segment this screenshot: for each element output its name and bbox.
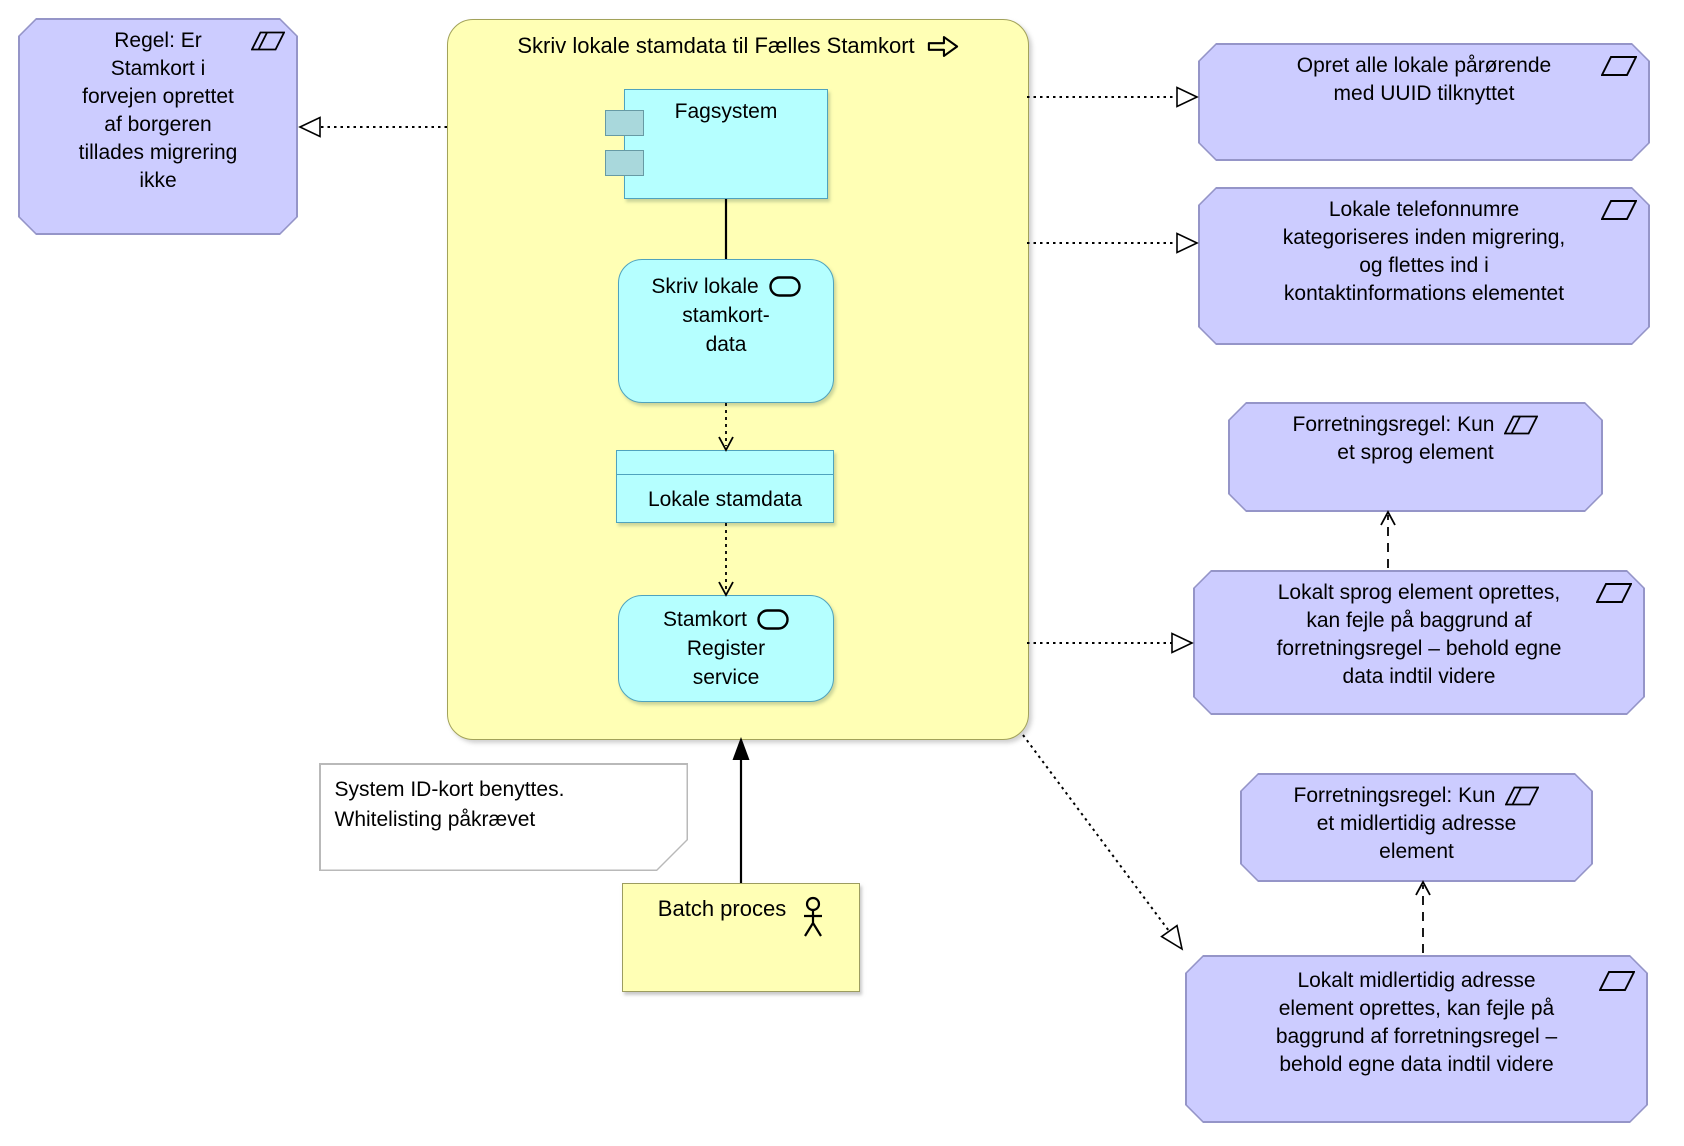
service-oval-icon — [768, 276, 801, 297]
service-oval-icon — [757, 609, 789, 630]
requirement-icon — [1601, 199, 1637, 221]
node-skriv-label-rest: stamkort- data — [682, 304, 770, 356]
actor-icon — [802, 896, 824, 938]
node-lokale-stamdata-label: Lokale stamdata — [647, 487, 803, 511]
node-fagsystem: Fagsystem — [605, 89, 828, 199]
node-batch-proces: Batch proces — [622, 883, 860, 992]
note-box: System ID-kort benyttes. Whitelisting på… — [319, 763, 688, 871]
note-text: System ID-kort benyttes. Whitelisting på… — [321, 765, 687, 870]
node-req-sprog: Lokalt sprog element oprettes, kan fejle… — [1193, 570, 1645, 715]
node-regel-label: Regel: Er Stamkort i forvejen oprettet a… — [78, 29, 238, 192]
container-title: Skriv lokale stamdata til Fælles Stamkor… — [517, 33, 915, 58]
node-stamkort-register-service: Stamkort Register service — [618, 595, 834, 702]
constraint-icon — [1505, 785, 1539, 807]
node-fagsystem-label: Fagsystem — [674, 100, 778, 123]
node-batch-label: Batch proces — [657, 896, 787, 921]
node-register-label-rest: Register service — [686, 637, 766, 689]
data-object-band-icon — [617, 451, 833, 475]
process-arrow-icon — [927, 34, 959, 59]
requirement-icon — [1601, 55, 1637, 77]
node-register-label-line1: Stamkort — [662, 608, 748, 631]
node-con-sprog-line1: Forretningsregel: Kun — [1292, 413, 1495, 436]
container-title-row: Skriv lokale stamdata til Fælles Stamkor… — [448, 33, 1028, 59]
component-tab-icon — [605, 110, 644, 136]
constraint-icon — [1504, 414, 1538, 436]
node-req-telefon-label: Lokale telefonnumre kategoriseres inden … — [1282, 198, 1566, 305]
node-req-adresse-label: Lokalt midlertidig adresse element opret… — [1275, 969, 1558, 1076]
node-skriv-label-line1: Skriv lokale — [651, 275, 759, 298]
node-con-sprog-rest: et sprog element — [1337, 441, 1494, 464]
node-con-adresse-rest: et midlertidig adresse element — [1316, 812, 1517, 863]
node-lokale-stamdata: Lokale stamdata — [616, 450, 834, 523]
component-tab-icon — [605, 150, 644, 176]
node-skriv-lokale-stamkortdata: Skriv lokale stamkort- data — [618, 259, 834, 403]
node-con-adresse: Forretningsregel: Kun et midlertidig adr… — [1240, 773, 1593, 882]
realization-arrowhead — [1171, 632, 1194, 654]
node-req-uuid-label: Opret alle lokale pårørende med UUID til… — [1296, 54, 1552, 105]
node-con-sprog: Forretningsregel: Kun et sprog element — [1228, 402, 1603, 512]
node-req-uuid: Opret alle lokale pårørende med UUID til… — [1198, 43, 1650, 161]
open-arrowhead — [1380, 510, 1396, 526]
filled-arrowhead — [732, 737, 750, 760]
realization-arrowhead — [1176, 232, 1199, 254]
realization-arrowhead — [1160, 924, 1184, 951]
open-arrowhead — [1415, 880, 1431, 896]
requirement-icon — [1596, 582, 1632, 604]
node-req-adresse: Lokalt midlertidig adresse element opret… — [1185, 955, 1648, 1123]
constraint-icon — [251, 30, 285, 52]
realization-arrowhead — [298, 116, 321, 138]
requirement-icon — [1599, 970, 1635, 992]
node-regel-constraint: Regel: Er Stamkort i forvejen oprettet a… — [18, 18, 298, 235]
node-con-adresse-line1: Forretningsregel: Kun — [1293, 784, 1496, 807]
realization-to-req-adresse — [1022, 734, 1170, 932]
node-req-sprog-label: Lokalt sprog element oprettes, kan fejle… — [1276, 581, 1562, 688]
node-req-telefon: Lokale telefonnumre kategoriseres inden … — [1198, 187, 1650, 345]
realization-arrowhead — [1176, 86, 1199, 108]
